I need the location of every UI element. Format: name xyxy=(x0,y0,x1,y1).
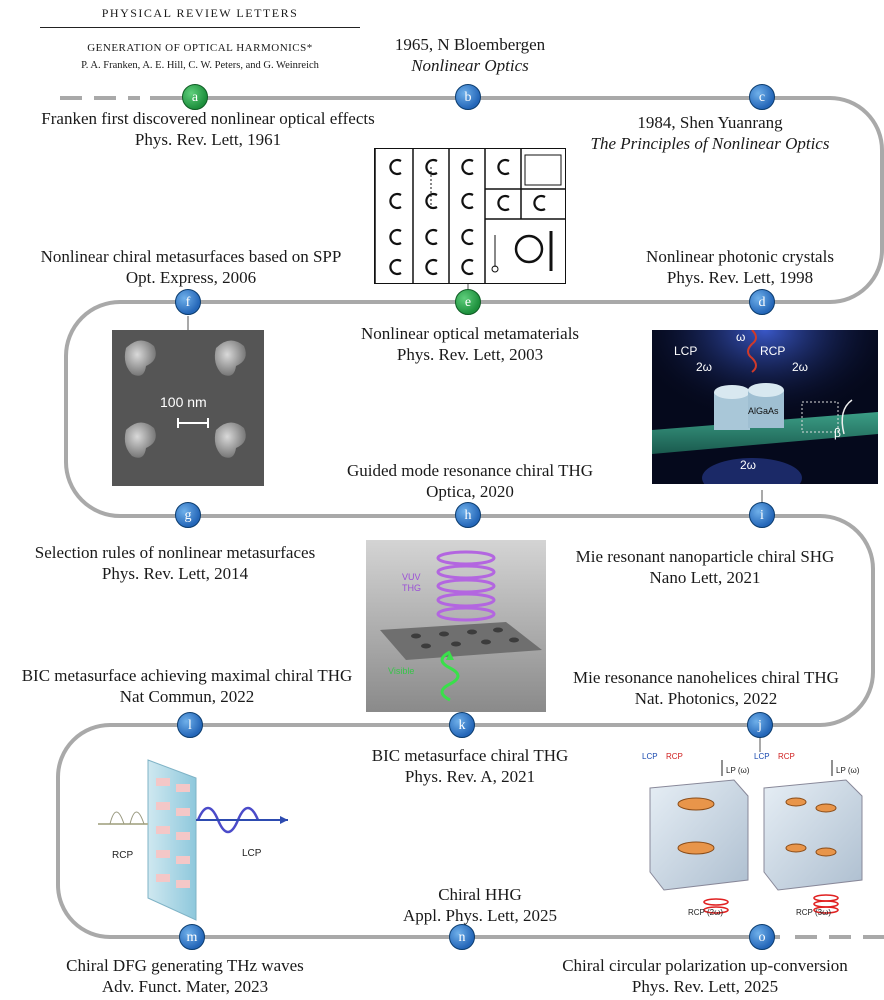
helix-lcp-left: LCP xyxy=(642,752,658,761)
helix-structures-image: LCP RCP LP (ω) LCP RCP LP (ω) RCP (2ω) R… xyxy=(636,752,880,920)
paper-header: PHYSICAL REVIEW LETTERS GENERATION OF OP… xyxy=(40,6,360,71)
helix-lcp-right: LCP xyxy=(754,752,770,761)
crystal-rcp-label: RCP xyxy=(760,344,786,358)
crystal-lcp-label: LCP xyxy=(674,344,698,358)
node-d[interactable]: d xyxy=(749,289,775,315)
label-g: Selection rules of nonlinear metasurface… xyxy=(34,543,316,583)
node-j[interactable]: j xyxy=(747,712,773,738)
node-b[interactable]: b xyxy=(455,84,481,110)
node-e[interactable]: e xyxy=(455,289,481,315)
node-k[interactable]: k xyxy=(449,712,475,738)
label-f: Nonlinear chiral metasurfaces based on S… xyxy=(40,247,342,287)
node-i[interactable]: i xyxy=(749,502,775,528)
node-c[interactable]: c xyxy=(749,84,775,110)
node-f[interactable]: f xyxy=(175,289,201,315)
sem-chiral-metasurface-image: 100 nm xyxy=(112,330,264,486)
crystal-2w-right: 2ω xyxy=(792,360,809,374)
node-m[interactable]: m xyxy=(179,924,205,950)
label-o: Chiral circular polarization up-conversi… xyxy=(562,956,848,996)
helix-lp-left: LP (ω) xyxy=(726,766,750,775)
paper-rule xyxy=(40,27,360,28)
label-l: BIC metasurface achieving maximal chiral… xyxy=(21,666,353,706)
label-a: Franken first discovered nonlinear optic… xyxy=(41,109,375,149)
visible-label: Visible xyxy=(388,666,415,676)
dfg-rcp-label: RCP xyxy=(112,850,134,861)
crystal-2w-left: 2ω xyxy=(696,360,713,374)
node-h[interactable]: h xyxy=(455,502,481,528)
node-o[interactable]: o xyxy=(749,924,775,950)
photonic-crystal-image: LCP RCP ω 2ω 2ω 2ω AlGaAs β xyxy=(652,330,878,484)
paper-authors: P. A. Franken, A. E. Hill, C. W. Peters,… xyxy=(81,60,319,71)
crystal-material-label: AlGaAs xyxy=(748,406,779,416)
crystal-2w-bottom: 2ω xyxy=(740,458,757,472)
helix-rcp-right: RCP xyxy=(778,752,795,761)
sem-scale-label: 100 nm xyxy=(160,394,207,410)
helix-rcp-left: RCP xyxy=(666,752,683,761)
crystal-beta-label: β xyxy=(834,426,841,440)
crystal-omega-label: ω xyxy=(736,330,746,344)
paper-journal: PHYSICAL REVIEW LETTERS xyxy=(101,6,299,20)
paper-title: GENERATION OF OPTICAL HARMONICS* xyxy=(87,42,313,54)
dfg-thz-image: RCP LCP xyxy=(92,748,292,924)
node-l[interactable]: l xyxy=(177,712,203,738)
node-n[interactable]: n xyxy=(449,924,475,950)
dfg-lcp-label: LCP xyxy=(242,848,262,859)
helix-lp-right: LP (ω) xyxy=(836,766,860,775)
metamaterial-grid-image xyxy=(374,148,566,284)
node-g[interactable]: g xyxy=(175,502,201,528)
helix-out-2w: RCP (2ω) xyxy=(688,908,723,917)
node-a[interactable]: a xyxy=(182,84,208,110)
helix-out-3w: RCP (3ω) xyxy=(796,908,831,917)
